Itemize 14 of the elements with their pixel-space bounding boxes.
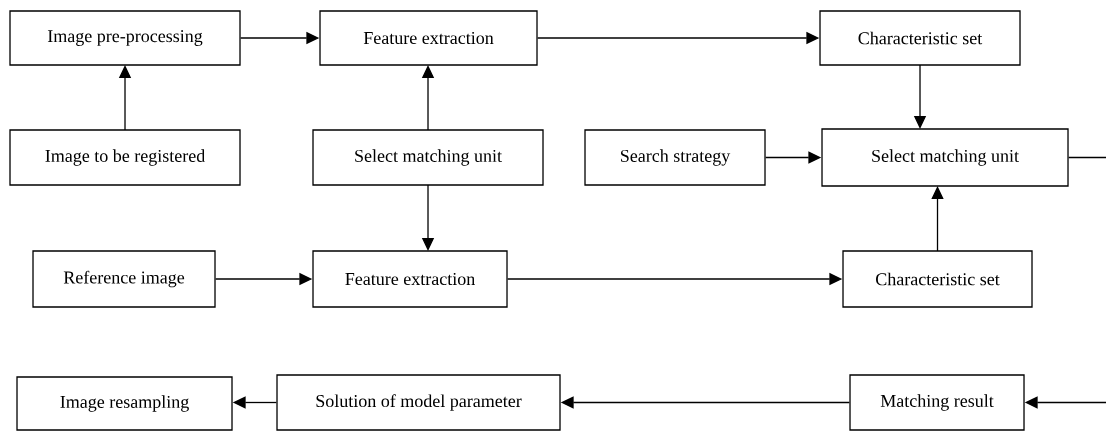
process-box: Solution of model parameter [276,374,561,431]
process-box: Reference image [32,250,216,308]
process-box: Feature extraction [319,10,538,66]
process-box: Select matching unit [312,129,544,186]
process-box: Image pre-processing [9,10,241,66]
process-box: Select matching unit [821,128,1069,187]
process-box: Characteristic set [819,10,1021,66]
process-box: Matching result [849,374,1025,431]
process-box: Image resampling [16,376,233,431]
process-box: Feature extraction [312,250,508,308]
arrow [931,186,944,252]
process-box: Characteristic set [842,250,1033,308]
process-box: Image to be registered [9,129,241,186]
process-box: Search strategy [584,129,766,186]
